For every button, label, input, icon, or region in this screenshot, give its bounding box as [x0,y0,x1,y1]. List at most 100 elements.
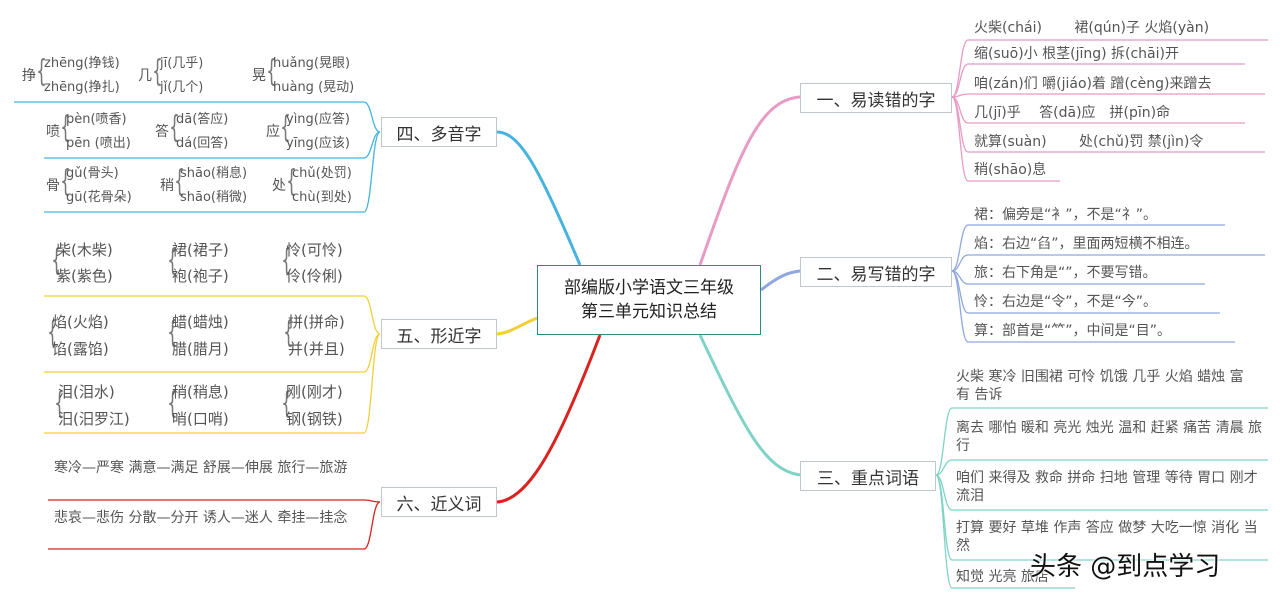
similar-char: 汨(汨罗江) [58,410,130,428]
polyphone-char: 骨 [46,178,60,194]
brace: { [167,386,178,421]
polyphone-char: 稍 [160,178,174,194]
brace: { [36,54,47,89]
similar-char: 紫(紫色) [56,267,113,285]
polyphone-reading: chù(到处) [292,190,352,205]
brace: { [152,54,163,89]
topic-similar-chars[interactable]: 五、形近字 [381,319,497,349]
similar-char: 伶(伶俐) [286,267,343,285]
topic-misread-chars[interactable]: 一、易读错的字 [800,83,952,113]
similar-char: 怜(可怜) [286,241,343,259]
topic-label: 一、易读错的字 [816,90,936,111]
polyphone-reading: chǔ(处罚) [292,166,352,181]
b2-leaf-links [951,224,1265,343]
polyphone-char: 挣 [22,68,36,84]
miswritten-item[interactable]: 算：部首是“⺮”，中间是“目”。 [974,323,1172,339]
similar-char: 泪(泪水) [58,383,115,401]
polyphone-reading: huàng (晃动) [273,80,355,95]
misread-item[interactable]: 咱(zán)们 嚼(jiáo)着 蹭(cèng)来蹭去 [974,76,1212,92]
central-title-line2: 第三单元知识总结 [581,302,717,322]
topic-miswritten-chars[interactable]: 二、易写错的字 [800,257,952,287]
brace: { [266,54,277,89]
similar-char: 并(并且) [288,340,345,358]
polyphone-reading: gū(花骨朵) [66,190,132,205]
synonym-item[interactable]: 寒冷—严寒 满意—满足 舒展—伸展 旅行—旅游 [54,460,348,476]
polyphone-reading: yìng(应答) [286,112,350,127]
miswritten-item[interactable]: 怜：右边是“令”，不是“今”。 [974,294,1158,310]
brace: { [281,243,292,278]
polyphone-reading: jǐ(几个) [160,80,204,95]
synonym-item[interactable]: 悲哀—悲伤 分散—分开 诱人—迷人 牵挂—挂念 [54,510,348,526]
polyphone-reading: pèn(喷香) [66,112,127,127]
polyphone-reading: zhēng(挣扎) [44,80,120,95]
polyphone-reading: zhēng(挣钱) [44,56,120,71]
brace: { [281,386,292,421]
polyphone-char: 处 [272,178,286,194]
polyphone-reading: dá(回答) [176,136,229,151]
misread-item[interactable]: 稍(shāo)息 [974,162,1047,178]
similar-char: 馅(露馅) [52,340,109,358]
link-b6 [496,334,602,504]
miswritten-item[interactable]: 裙：偏旁是“衤”，不是“礻”。 [974,207,1158,223]
link-b2 [760,269,801,292]
similar-char: 腊(腊月) [172,340,229,358]
topic-label: 六、近义词 [396,494,482,515]
link-b1 [698,95,801,266]
similar-char: 裙(裙子) [172,241,229,259]
polyphone-reading: yīng(应该) [286,136,350,151]
brace: { [283,315,294,350]
similar-char: 焰(火焰) [52,313,109,331]
similar-char: 袍(袍子) [172,267,229,285]
b4-leaf-links [14,101,381,213]
polyphone-reading: shāo(稍微) [180,190,248,205]
topic-key-words[interactable]: 三、重点词语 [800,461,936,491]
brace: { [47,315,58,350]
miswritten-item[interactable]: 旅：右下角是“”，不要写错。 [974,265,1157,281]
central-topic[interactable]: 部编版小学语文三年级 第三单元知识总结 [537,265,761,335]
miswritten-item[interactable]: 焰：右边“臽”，里面两短横不相连。 [974,236,1199,252]
brace: { [60,110,71,145]
similar-char: 刚(刚才) [286,383,343,401]
key-words-item[interactable]: 打算 要好 草堆 作声 答应 做梦 大吃一惊 消化 当然 [956,520,1258,554]
polyphone-reading: dā(答应) [176,112,229,127]
brace: { [167,315,178,350]
key-words-item[interactable]: 火柴 寒冷 旧围裙 可怜 饥饿 几乎 火焰 蜡烛 富有 告诉 [956,369,1244,403]
b5-leaf-links [44,295,381,434]
brace: { [169,110,180,145]
key-words-item[interactable]: 咱们 来得及 救命 拼命 扫地 管理 等待 胃口 刚才 流泪 [956,470,1258,504]
similar-char: 稍(稍息) [172,383,229,401]
similar-char: 钢(钢铁) [286,410,343,428]
polyphone-reading: pēn (喷出) [66,136,131,151]
b1-leaf-links [951,39,1268,182]
polyphone-reading: gǔ(骨头) [66,166,119,181]
b3-leaf-links [935,407,1268,589]
key-words-item[interactable]: 知觉 光亮 旅店 [956,569,1049,585]
brace: { [167,243,178,278]
watermark: 头条 @到点学习 [1030,552,1221,582]
link-b3 [698,334,801,477]
misread-item[interactable]: 就算(suàn) 处(chǔ)罚 禁(jìn)令 [974,134,1204,150]
brace: { [51,243,62,278]
topic-polyphones[interactable]: 四、多音字 [381,117,497,147]
similar-char: 蜡(蜡烛) [172,313,229,331]
key-words-item[interactable]: 离去 哪怕 暖和 亮光 烛光 温和 赶紧 痛苦 清晨 旅行 [956,420,1263,454]
topic-synonyms[interactable]: 六、近义词 [381,487,497,517]
polyphone-reading: huǎng(晃眼) [273,56,351,71]
polyphone-char: 晃 [252,68,266,84]
b6-leaf-links [48,499,381,550]
link-b5 [496,316,538,336]
polyphone-char: 几 [138,68,152,84]
similar-char: 哨(口哨) [172,410,229,428]
central-title-line1: 部编版小学语文三年级 [564,278,734,298]
polyphone-reading: jī(几乎) [160,56,204,71]
misread-item[interactable]: 火柴(chái) 裙(qún)子 火焰(yàn) [974,20,1210,36]
misread-item[interactable]: 几(jī)乎 答(dā)应 拼(pīn)命 [974,105,1171,121]
polyphone-char: 喷 [46,124,60,140]
topic-label: 二、易写错的字 [816,264,936,285]
link-b4 [496,130,582,266]
misread-item[interactable]: 缩(suō)小 根茎(jīng) 拆(chāi)开 [974,46,1179,62]
brace: { [60,164,71,199]
similar-char: 拼(拼命) [288,313,345,331]
polyphone-reading: shāo(稍息) [180,166,248,181]
